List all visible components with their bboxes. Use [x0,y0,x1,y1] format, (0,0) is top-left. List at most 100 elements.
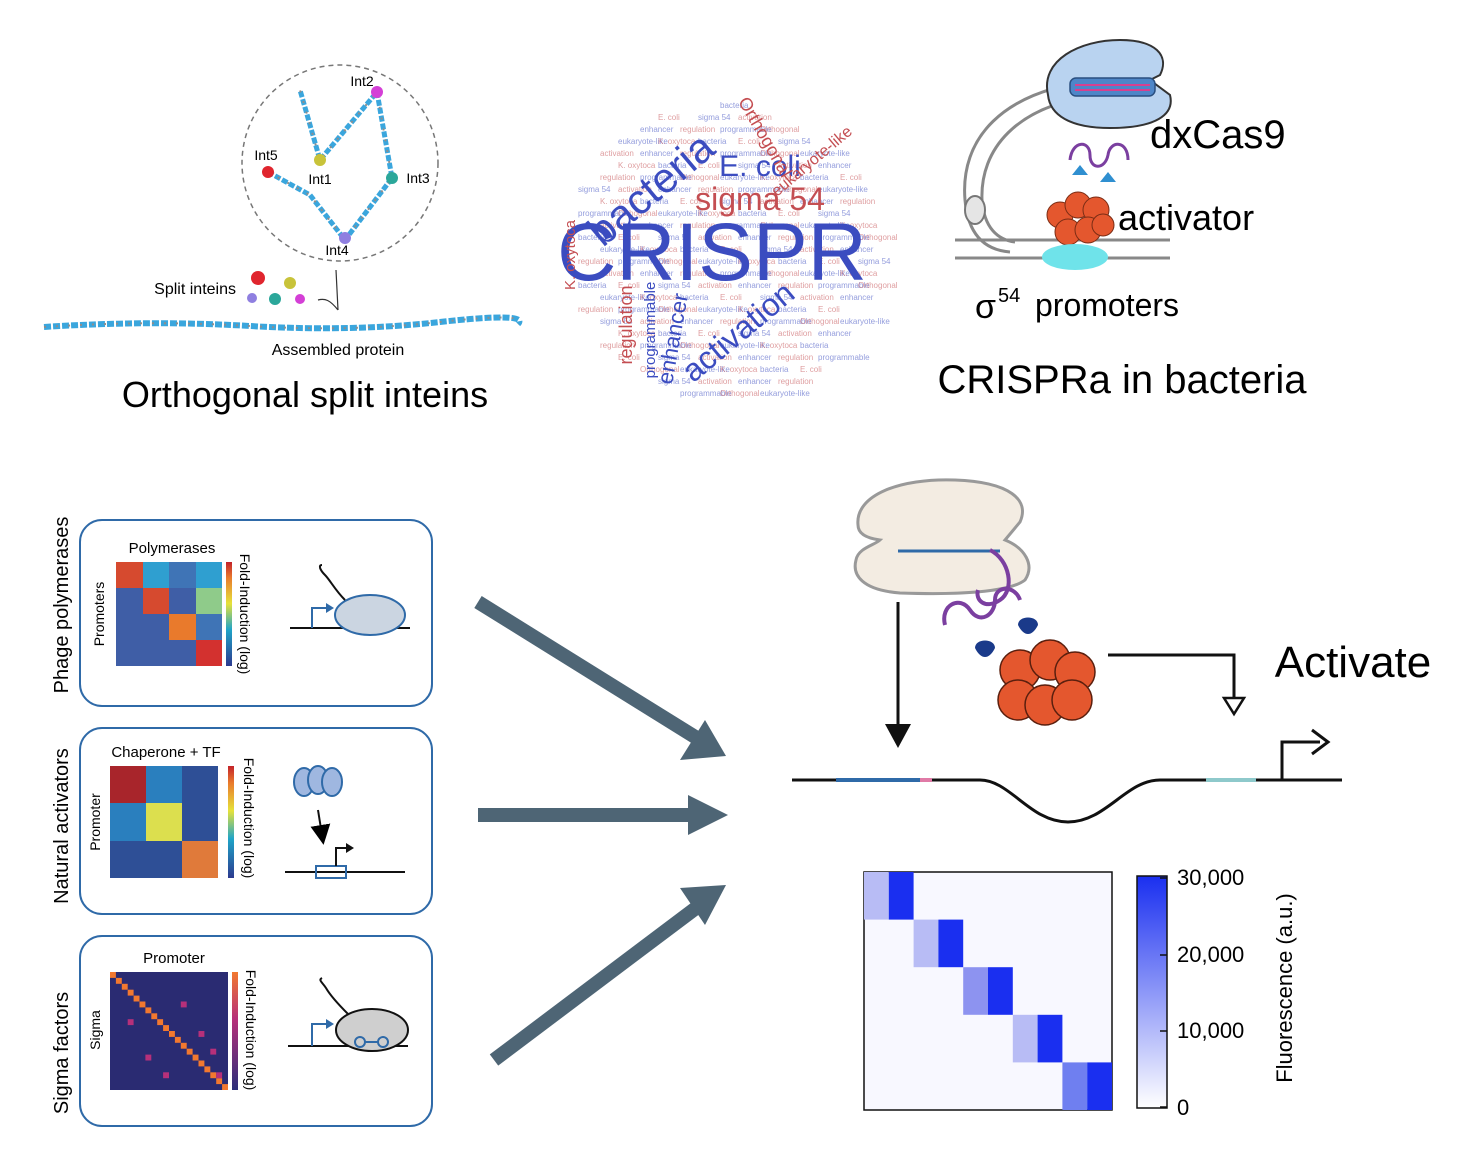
sigma-diagonal-cell [216,1078,223,1085]
wordcloud-filler-word: activation [778,161,812,170]
transcription-start-arrow [1280,740,1320,780]
wordcloud-filler-word: Orthogonal [760,269,800,278]
wordcloud-filler-word: Orthogonal [658,257,698,266]
wordcloud-filler-word: E. coli [698,161,720,170]
activator-complex [997,639,1096,726]
word-cloud: bacteria E. coli sigma 54 activation enhance… [552,93,898,415]
wordcloud-filler-word: activation [698,377,732,386]
wordcloud-filler-word: E. coli [800,365,822,374]
sigma-offdiag-cell [163,1072,169,1079]
wordcloud-filler-word: programmable [738,185,790,194]
wordcloud-filler-word: E. coli [720,245,742,254]
intein-2-blob [371,86,383,98]
wordcloud-filler-word: enhancer [840,293,874,302]
sigma-diagonal-cell [127,989,134,996]
wordcloud-filler-word: eukaryote-like [800,149,850,158]
colorbar-tick-30000: 30,000 [1177,865,1244,890]
dna-loop-protein [964,195,986,225]
panel-colorbar [232,972,238,1090]
activation-arrow [1108,653,1236,698]
wordcloud-filler-word: eukaryote-like [800,269,850,278]
wordcloud-filler-word: regulation [680,221,715,230]
wordcloud-filler-word: activation [600,149,634,158]
wordcloud-filler-word: bacteria [778,305,807,314]
target-dna [792,778,1342,824]
wordcloud-filler-word: activation [640,317,674,326]
wordcloud-filler-word: E. coli [698,329,720,338]
sigma-offdiag-cell [127,1019,134,1026]
wordcloud-filler-word: activation [698,281,732,290]
protein-chain [266,86,395,245]
wordcloud-filler-word: bacteria [658,161,687,170]
wordcloud-filler-word: programmable [640,173,692,182]
sigma-diagonal-cell [121,983,128,990]
wordcloud-filler-word: enhancer [738,233,772,242]
wordcloud-filler-word: eukaryote-like [800,221,850,230]
wordcloud-filler-word: bacteria [578,233,607,242]
heatmap-cell-weak [1062,1062,1088,1110]
wordcloud-filler-word: sigma 54 [778,137,811,146]
wordcloud-filler-word: eukaryote-like [680,365,730,374]
wordcloud-filler-word: programmable [578,209,630,218]
wordcloud-koxytoca: K. oxytoca [562,219,579,290]
panel-top-label: Promoter [143,950,205,967]
wordcloud-filler-word: enhancer [738,281,772,290]
wordcloud-filler-word: Orthogonal [658,305,698,314]
activator-hexamer-icon [293,765,343,797]
wordcloud-filler-word: enhancer [640,221,674,230]
wordcloud-filler-word: E. coli [720,293,742,302]
wordcloud-filler-word: bacteria [658,329,687,338]
wordcloud-filler-word: enhancer [658,185,692,194]
colorbar-tick-0: 0 [1177,1095,1189,1120]
wordcloud-filler-word: regulation [600,173,635,182]
sigma-diagonal-cell [174,1036,181,1043]
wordcloud-filler-word: programmable [818,281,870,290]
wordcloud-filler-word: activation [738,113,772,122]
activate-label: Activate [1275,638,1432,687]
wordcloud-filler-word: regulation [720,317,755,326]
wordcloud-filler-word: enhancer [738,377,772,386]
wordcloud-filler-word: K. oxytoca [840,269,878,278]
enhancer-box [315,865,347,879]
sigma-diagonal-cell [222,1084,228,1090]
colorbar-ticks [1160,877,1167,1108]
wordcloud-filler-word: activation [618,185,652,194]
wordcloud-filler-word: eukaryote-like [840,317,890,326]
inteins-title: Orthogonal split inteins [122,374,488,415]
intein-label-5: Int5 [254,147,278,163]
wordcloud-filler-word: regulation [578,257,613,266]
wordcloud-filler-word: enhancer [800,197,834,206]
wordcloud-sigma54: sigma 54 [695,181,825,217]
wordcloud-filler-word: sigma 54 [578,185,611,194]
zoom-circle [241,64,439,262]
intein-5-blob [262,166,274,178]
wordcloud-filler-word: bacteria [720,101,749,110]
sigma-offdiag-cell [198,1031,205,1037]
intein-1-blob [314,154,326,166]
wordcloud-filler-word: eukaryote-like [698,257,748,266]
wordcloud-filler-word: programmable [818,353,870,362]
wordcloud-filler-word: bacteria [760,365,789,374]
sigma-offdiag-cell [210,1048,217,1055]
wordcloud-filler-word: Orthogonal [858,233,898,242]
wordcloud-filler-word: programmable [680,389,732,398]
assembled-protein-label: Assembled protein [272,342,405,359]
wordcloud-filler-word: eukaryote-like [698,305,748,314]
wordcloud-filler-word: programmable [618,257,670,266]
split-intein-blob [251,271,265,285]
wordcloud-regulation: regulation [616,285,636,364]
wordcloud-filler-word: Orthogonal [800,317,840,326]
wordcloud-filler-word: Orthogonal [618,209,658,218]
wordcloud-filler-word: enhancer [840,245,874,254]
heatmap-cell-strong [888,872,914,920]
sigma-offdiag-cell [145,1054,152,1061]
wordcloud-filler-word: K. oxytoca [840,221,878,230]
wordcloud-filler-word: sigma 54 [658,353,691,362]
wordcloud-filler-word: enhancer [738,353,772,362]
panel-colorbar [228,766,234,878]
wordcloud-filler-word: regulation [680,269,715,278]
sigma-diagonal-cell [133,995,140,1002]
wordcloud-crispr: CRISPR [557,207,867,298]
arrow-from-natural [478,795,728,835]
panel-bar-label: Fold-Induction (log) [237,554,253,675]
